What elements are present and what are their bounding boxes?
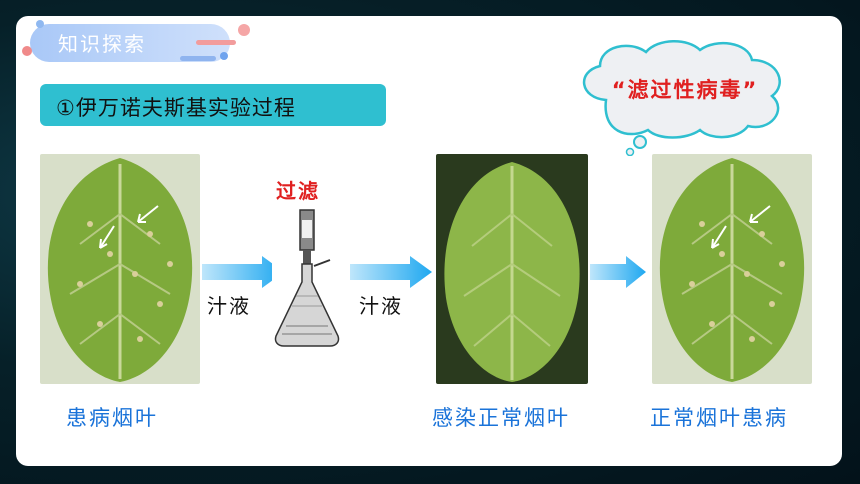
- decoration-line: [196, 40, 236, 45]
- subtitle-text: ①伊万诺夫斯基实验过程: [56, 96, 296, 120]
- juice-label: 汁液: [207, 294, 251, 318]
- infected-leaf-caption: 感染正常烟叶: [432, 406, 570, 430]
- infected-healthy-leaf-image: [436, 154, 588, 384]
- arrow-right-icon: [202, 256, 284, 288]
- filter-flask-icon: [272, 206, 342, 352]
- juice-label: 汁液: [359, 294, 403, 318]
- section-title: 知识探索: [58, 32, 146, 56]
- result-leaf-caption: 正常烟叶患病: [650, 406, 788, 430]
- thought-bubble-icon: [582, 40, 781, 156]
- subtitle-banner: [40, 84, 386, 126]
- filterable-virus-text: “滤过性病毒”: [611, 78, 759, 102]
- result-diseased-leaf-image: [652, 154, 812, 384]
- diseased-leaf-image: [40, 154, 200, 384]
- filter-label: 过滤: [276, 179, 320, 203]
- diseased-leaf-caption: 患病烟叶: [66, 406, 158, 430]
- arrow-right-icon: [590, 256, 646, 288]
- decoration-dot: [22, 46, 32, 56]
- decoration-dot: [36, 20, 44, 28]
- decoration-dot: [238, 24, 250, 36]
- arrow-right-icon: [350, 256, 432, 288]
- decoration-dot: [220, 52, 228, 60]
- decoration-line: [180, 56, 216, 61]
